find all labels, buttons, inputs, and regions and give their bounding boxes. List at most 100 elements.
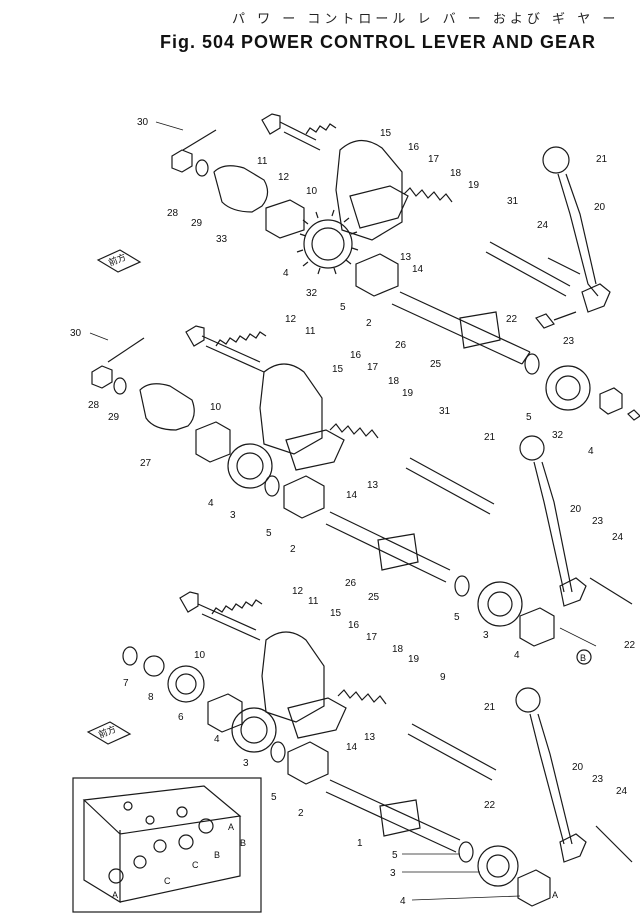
transmission-case bbox=[82, 785, 242, 904]
gear-3-low bbox=[231, 707, 277, 753]
label-31-mid: 31 bbox=[439, 406, 451, 417]
callout-B-circle bbox=[576, 649, 592, 665]
shaft-25-mid bbox=[325, 511, 451, 583]
label-5-low-right: 5 bbox=[392, 850, 398, 861]
label-25: 25 bbox=[430, 359, 442, 370]
label-5-mid-right: 5 bbox=[454, 612, 460, 623]
coupler-2-low bbox=[287, 741, 329, 785]
washer-29-mid bbox=[113, 377, 127, 395]
shaft-9 bbox=[407, 723, 497, 781]
label-2-low: 2 bbox=[298, 808, 304, 819]
bushing-4 bbox=[265, 199, 305, 239]
label-27: 27 bbox=[140, 458, 152, 469]
label-23: 23 bbox=[563, 336, 575, 347]
bushing-4-mid-right bbox=[519, 607, 555, 647]
label-24-mid: 24 bbox=[612, 532, 624, 543]
label-22-low: 22 bbox=[484, 800, 496, 811]
japanese-title: パ ワ ー コントロール レ バ ー および ギ ヤ ー bbox=[232, 12, 620, 27]
coupler-2 bbox=[355, 253, 399, 297]
rod-mid bbox=[185, 325, 265, 373]
label-6: 6 bbox=[178, 712, 184, 723]
label-31: 31 bbox=[507, 196, 519, 207]
label-32-right: 32 bbox=[552, 430, 564, 441]
bracket-10-low bbox=[261, 631, 325, 723]
label-32: 32 bbox=[306, 288, 318, 299]
shaft-31-mid bbox=[405, 457, 495, 515]
front-arrow-lower bbox=[86, 721, 132, 745]
label-2-mid: 2 bbox=[290, 544, 296, 555]
washer-5-low bbox=[270, 741, 286, 763]
label-20: 20 bbox=[594, 202, 606, 213]
label-28-mid: 28 bbox=[88, 400, 100, 411]
bracket-10-mid bbox=[259, 363, 323, 455]
label-23-mid: 23 bbox=[592, 516, 604, 527]
clevis-27 bbox=[139, 383, 195, 431]
label-5-right: 5 bbox=[526, 412, 532, 423]
front-arrow-upper-label: 前方 bbox=[107, 251, 128, 268]
inset-letter-b1: B bbox=[240, 838, 246, 848]
label-11: 11 bbox=[257, 156, 268, 167]
label-9: 9 bbox=[440, 672, 446, 683]
label-3-mid-right: 3 bbox=[483, 630, 489, 641]
callout-A: A bbox=[552, 890, 558, 900]
label-1: 1 bbox=[357, 838, 363, 849]
gear-3-low-right bbox=[477, 845, 519, 887]
label-33: 33 bbox=[216, 234, 228, 245]
label-21-low: 21 bbox=[484, 702, 496, 713]
gear-3-mid bbox=[227, 443, 273, 489]
label-3-mid: 3 bbox=[230, 510, 236, 521]
washer-5-right bbox=[524, 353, 540, 375]
gear-3-mid-right bbox=[477, 581, 523, 627]
rod-low bbox=[179, 591, 261, 641]
label-4-right: 4 bbox=[588, 446, 594, 457]
label-26-mid: 26 bbox=[345, 578, 357, 589]
label-29-mid: 29 bbox=[108, 412, 120, 423]
spring-17 bbox=[403, 187, 453, 203]
lower-assembly bbox=[122, 591, 633, 907]
knob-21 bbox=[542, 146, 570, 174]
label-20-mid: 20 bbox=[570, 504, 582, 515]
pin-30-mid bbox=[107, 337, 145, 363]
callout-B: B bbox=[580, 653, 586, 663]
inset-letter-a1: A bbox=[112, 890, 118, 900]
knob-21-mid bbox=[519, 435, 545, 461]
label-25-mid: 25 bbox=[368, 592, 380, 603]
label-15: 15 bbox=[380, 128, 392, 139]
label-23-low: 23 bbox=[592, 774, 604, 785]
inset-letter-b2: B bbox=[214, 850, 220, 860]
lever-20 bbox=[557, 173, 599, 297]
inset-letter-c2: C bbox=[192, 860, 199, 870]
label-22-mid: 22 bbox=[624, 640, 636, 651]
label-5-low: 5 bbox=[271, 792, 277, 803]
bracket-10 bbox=[335, 139, 403, 241]
label-14: 14 bbox=[412, 264, 424, 275]
inset-letter-c1: C bbox=[164, 876, 171, 886]
label-30-mid: 30 bbox=[70, 328, 82, 339]
ring-7 bbox=[122, 646, 138, 666]
label-15-mid: 15 bbox=[332, 364, 344, 375]
label-30: 30 bbox=[137, 117, 149, 128]
coupler-2-mid bbox=[283, 475, 325, 519]
label-10-low: 10 bbox=[194, 650, 206, 661]
label-24-low: 24 bbox=[616, 786, 628, 797]
shaft-1 bbox=[325, 779, 461, 853]
label-7: 7 bbox=[123, 678, 129, 689]
label-4-low-right: 4 bbox=[400, 896, 406, 907]
label-19-mid: 19 bbox=[402, 388, 414, 399]
label-12-low: 12 bbox=[292, 586, 304, 597]
pin-24-mid bbox=[589, 577, 633, 605]
label-28: 28 bbox=[167, 208, 179, 219]
spring-17-low bbox=[337, 689, 387, 705]
label-4: 4 bbox=[283, 268, 289, 279]
label-15-low: 15 bbox=[330, 608, 342, 619]
label-12-mid: 12 bbox=[285, 314, 297, 325]
nut-28 bbox=[171, 149, 193, 173]
label-24: 24 bbox=[537, 220, 549, 231]
front-arrow-upper bbox=[96, 249, 142, 273]
figure-title: Fig. 504 POWER CONTROL LEVER AND GEAR bbox=[160, 32, 597, 52]
upper-assembly bbox=[171, 113, 640, 421]
label-10-mid: 10 bbox=[210, 402, 222, 413]
bushing-4-low bbox=[207, 693, 243, 733]
label-11-mid: 11 bbox=[305, 326, 316, 337]
